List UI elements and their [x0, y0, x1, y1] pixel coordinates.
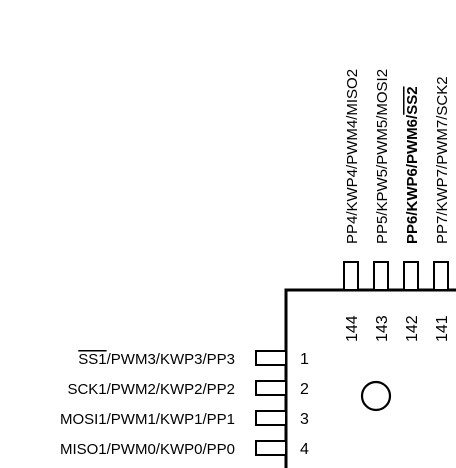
pin-pad [255, 440, 287, 456]
left-pin-4: MISO1/PWM0/KWP0/PP0 4 [60, 440, 309, 458]
left-pin-1: SS1/PWM3/KWP3/PP3 1 [78, 350, 309, 368]
pin-number: 4 [300, 441, 309, 458]
pin-number: 141 [434, 315, 451, 342]
overline-signal: SS2 [404, 86, 421, 114]
pin-pad [255, 410, 287, 426]
left-pin-3: MOSI1/PWM1/KWP1/PP1 3 [60, 410, 309, 428]
pin-number: 144 [344, 315, 361, 342]
top-pin-144: PP4/KWP4/PWM4/MISO2 144 [343, 69, 361, 342]
left-pin-2: SCK1/PWM2/KWP2/PP2 2 [67, 380, 309, 398]
chip-body-outline [284, 288, 456, 468]
pin-pad [343, 261, 359, 291]
pin-pad [433, 261, 449, 291]
pin-number: 143 [374, 315, 391, 342]
pin-label: PP5/KPW5/PWM5/MOSI2 [374, 69, 391, 244]
pin-pad [403, 261, 419, 291]
pin-label: MOSI1/PWM1/KWP1/PP1 [60, 411, 235, 428]
top-pin-143: PP5/KPW5/PWM5/MOSI2 143 [373, 69, 391, 342]
pin-label: SCK1/PWM2/KWP2/PP2 [67, 381, 235, 398]
pin-number: 3 [300, 411, 309, 428]
overline-signal: SS1 [78, 351, 106, 368]
pin-number: 2 [300, 381, 309, 398]
pin-pad [255, 350, 287, 366]
pin1-marker-circle [360, 380, 392, 412]
pin-label: SS1/PWM3/KWP3/PP3 [78, 351, 235, 368]
top-pin-142: PP6/KWP6/PWM6/SS2 142 [403, 86, 421, 342]
pin-label: MISO1/PWM0/KWP0/PP0 [60, 441, 235, 458]
pin-label: PP4/KWP4/PWM4/MISO2 [344, 69, 361, 244]
top-pin-141: PP7/KWP7/PWM7/SCK2 141 [433, 76, 451, 342]
pin-pad [255, 380, 287, 396]
pin-label: PP6/KWP6/PWM6/SS2 [404, 86, 421, 244]
pin-pad [373, 261, 389, 291]
pin-number: 142 [404, 315, 421, 342]
pin-number: 1 [300, 351, 309, 368]
pin-label: PP7/KWP7/PWM7/SCK2 [434, 76, 451, 244]
